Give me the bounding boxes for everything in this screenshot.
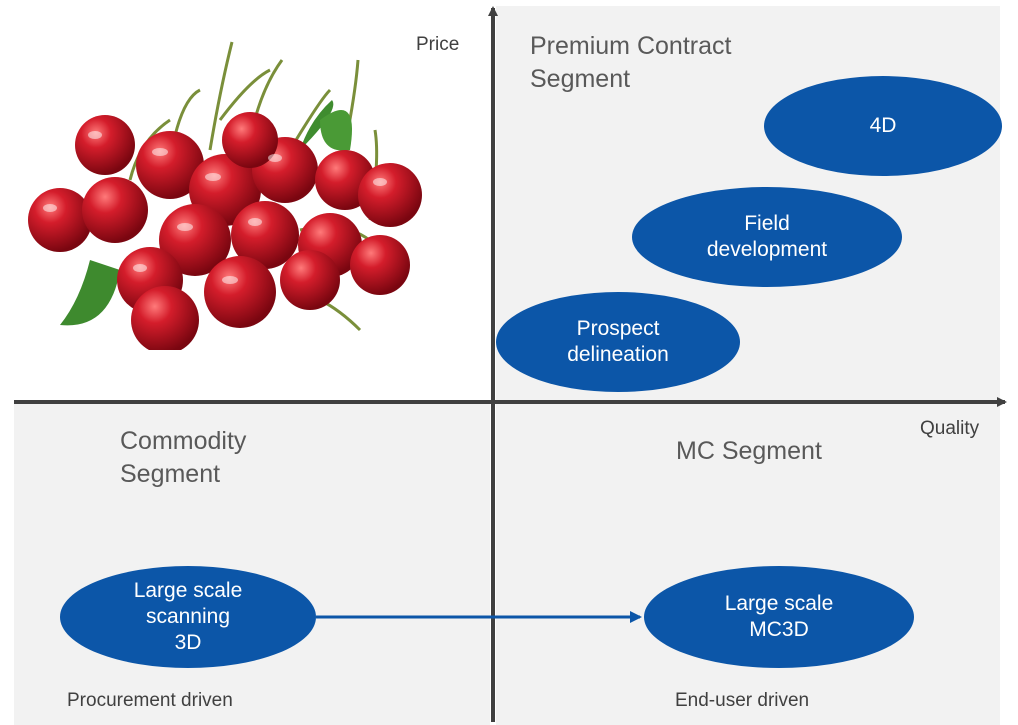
quality-axis-label: Quality bbox=[920, 418, 980, 439]
node-prospect-delineation: Prospect delineation bbox=[496, 292, 740, 392]
node-large-scale-mc3d-label: Large scale MC3D bbox=[724, 591, 834, 641]
leaf-shape bbox=[60, 260, 120, 326]
premium-segment-label: Premium Contract Segment bbox=[530, 32, 732, 93]
node-field-development: Field development bbox=[632, 187, 902, 287]
cherry-cluster bbox=[28, 112, 422, 350]
leaf-shape bbox=[300, 100, 334, 150]
cherries-illustration bbox=[28, 41, 422, 350]
node-large-scale-scanning: Large scale scanning 3D bbox=[60, 566, 316, 668]
procurement-driven-label: Procurement driven bbox=[67, 690, 233, 711]
node-large-scale-mc3d: Large scale MC3D bbox=[644, 566, 914, 668]
commodity-quadrant bbox=[14, 404, 490, 725]
mc-quadrant bbox=[496, 404, 1000, 725]
price-axis-label: Price bbox=[416, 34, 460, 55]
node-large-scale-scanning-label: Large scale scanning 3D bbox=[133, 578, 243, 655]
mc-segment-label: MC Segment bbox=[676, 437, 822, 465]
end-user-driven-label: End-user driven bbox=[675, 690, 810, 711]
commodity-segment-label: Commodity Segment bbox=[120, 427, 247, 488]
node-4d-label: 4D bbox=[869, 113, 897, 137]
node-prospect-delineation-label: Prospect delineation bbox=[567, 316, 669, 366]
node-4d: 4D bbox=[764, 76, 1002, 176]
node-field-development-label: Field development bbox=[706, 211, 828, 261]
cherry-highlights bbox=[43, 131, 387, 284]
leaf-shape bbox=[320, 110, 352, 151]
